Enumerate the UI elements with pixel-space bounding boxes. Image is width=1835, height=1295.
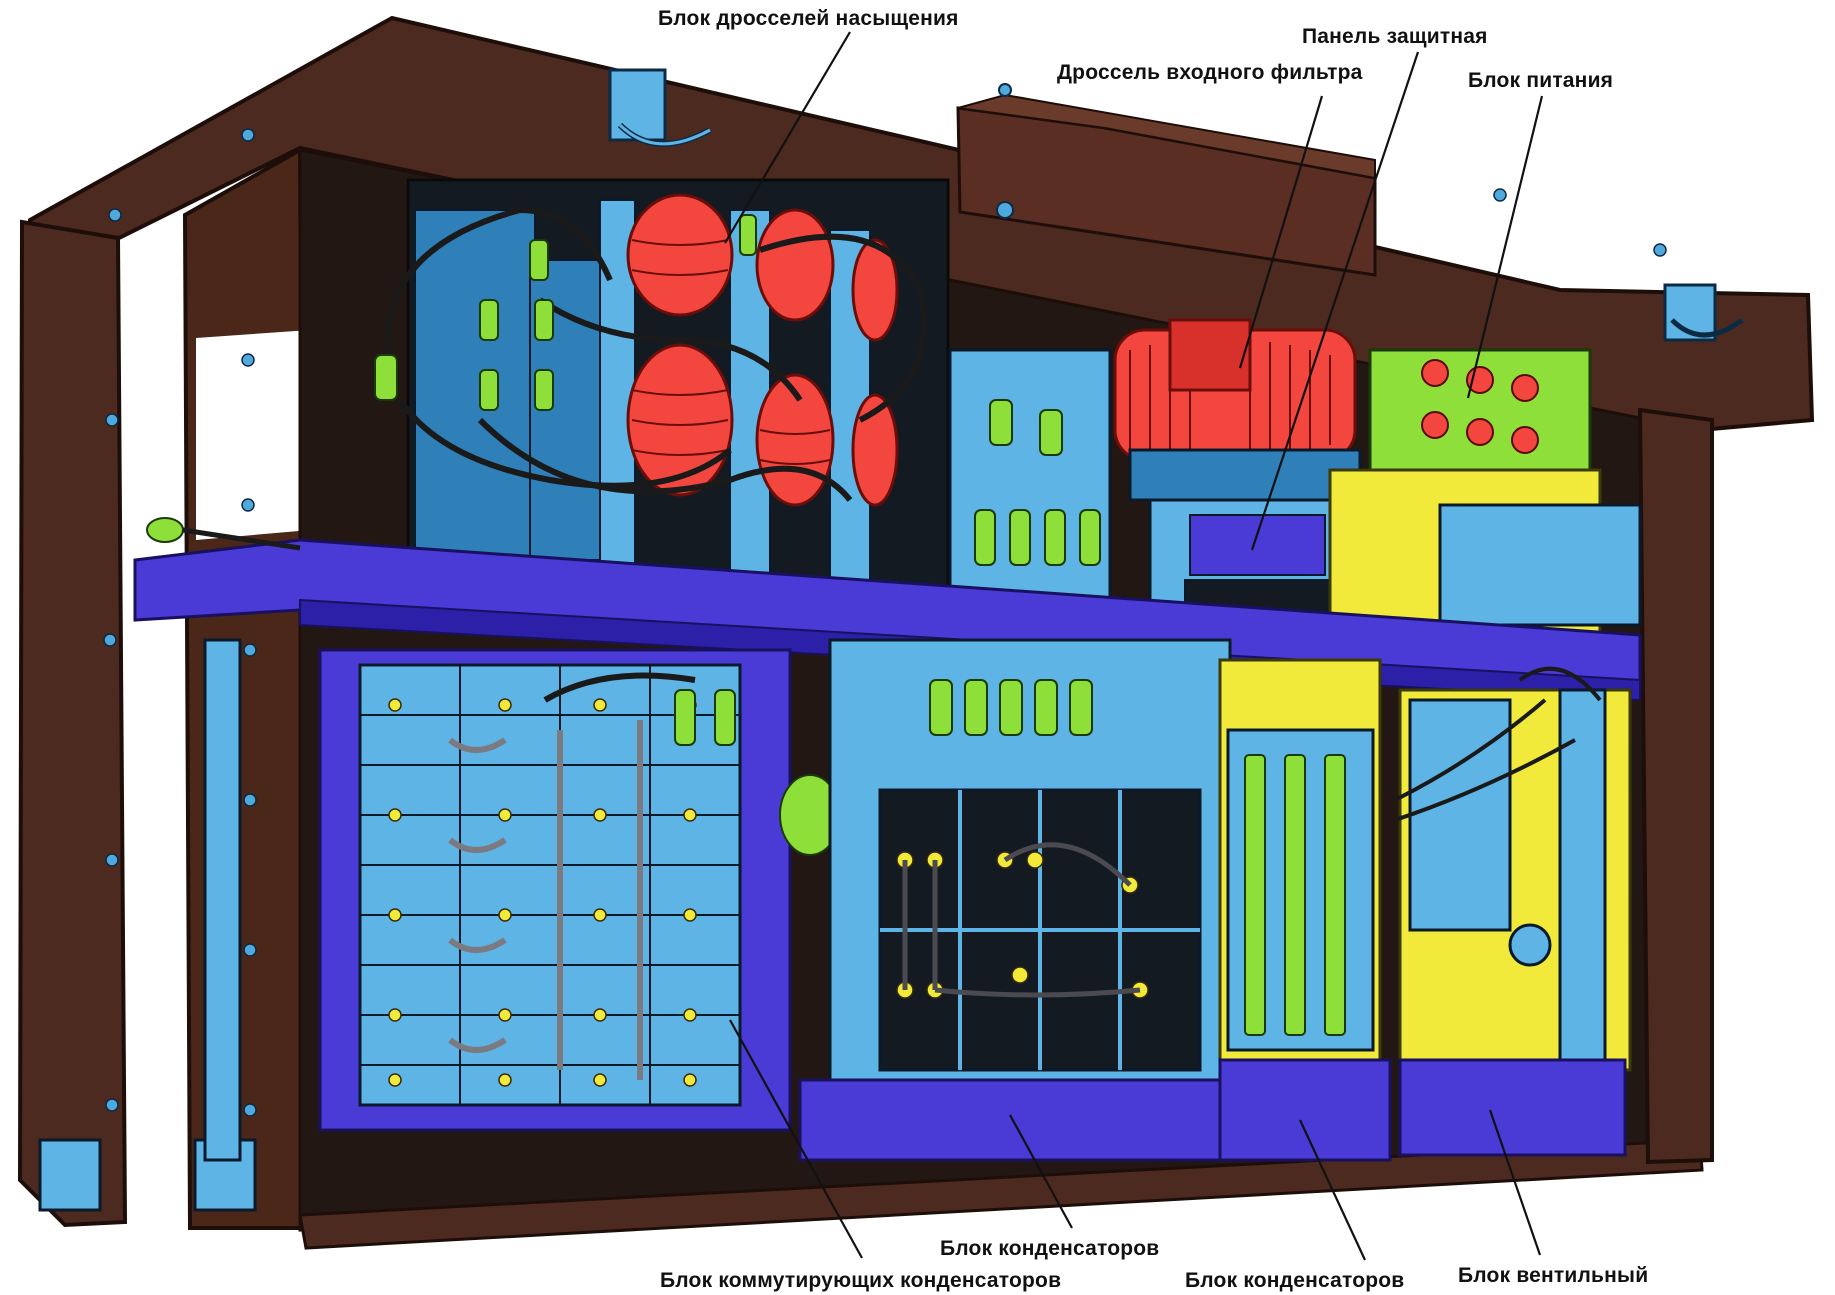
leader-line-input-filter-choke	[1238, 95, 1324, 369]
top-right-lifting-hook	[1663, 283, 1744, 342]
label-valve-block: Блок вентильный	[1458, 1264, 1649, 1287]
left-side-white-opening	[196, 330, 310, 540]
leader-line-power-supply	[1466, 95, 1544, 399]
left-mounting-brackets	[38, 638, 257, 1212]
label-capacitor-block-right: Блок конденсаторов	[1185, 1269, 1405, 1292]
left-green-lug	[146, 517, 301, 551]
frame-bolts	[103, 128, 1667, 1117]
label-capacitor-block-middle: Блок конденсаторов	[940, 1237, 1160, 1260]
saturation-choke-block	[374, 178, 950, 602]
central-capacitor-block	[798, 638, 1232, 1162]
protective-panel-block	[956, 83, 1377, 277]
label-power-supply: Блок питания	[1468, 69, 1614, 92]
leader-line-valve-block	[1488, 1109, 1542, 1256]
valve-block	[1394, 666, 1632, 1157]
top-left-lifting-hook	[608, 68, 712, 147]
right-capacitor-block	[1218, 658, 1392, 1162]
input-filter-choke	[1113, 318, 1362, 502]
label-commutating-capacitors: Блок коммутирующих конденсаторов	[660, 1269, 1062, 1292]
leader-lines	[724, 31, 1544, 1261]
leader-line-saturation-chokes	[724, 31, 851, 244]
leader-line-capacitor-block-right	[1299, 1119, 1366, 1261]
leader-line-commutating-capacitors	[729, 1019, 863, 1259]
commutating-capacitor-block	[318, 648, 841, 1132]
label-input-filter-choke: Дроссель входного фильтра	[1057, 61, 1363, 84]
frame-left-post	[17, 219, 128, 1228]
middle-terminal-panel	[948, 348, 1112, 632]
label-saturation-chokes: Блок дросселей насыщения	[658, 7, 959, 30]
frame-bottom	[298, 1138, 1704, 1250]
label-protective-panel: Панель защитная	[1302, 25, 1488, 48]
leader-line-capacitor-block-middle	[1009, 1114, 1073, 1229]
frame-right-post	[1637, 407, 1714, 1165]
leader-line-protective-panel	[1250, 51, 1420, 551]
